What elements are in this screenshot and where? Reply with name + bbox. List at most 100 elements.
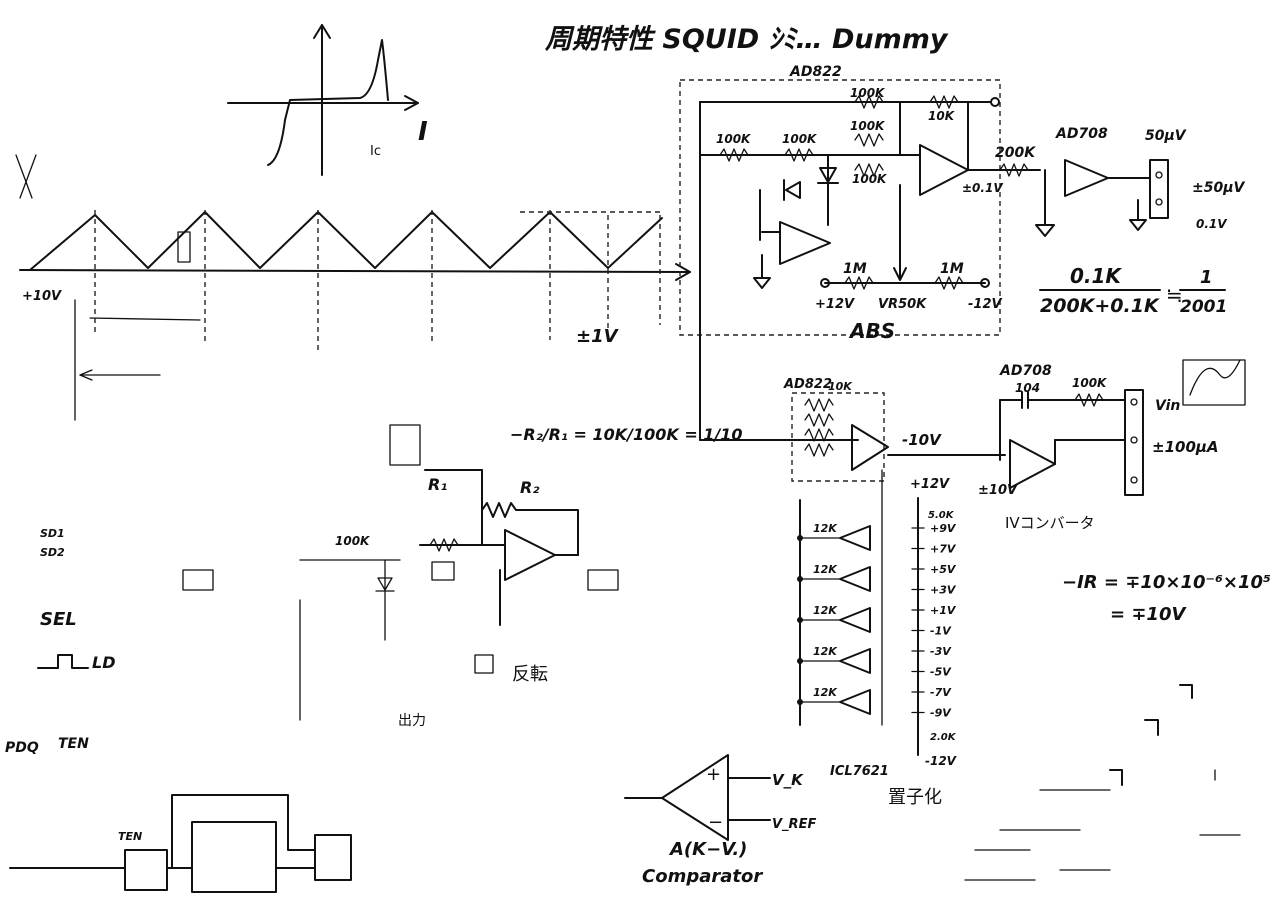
ladder-mid-res: 2.0K <box>930 732 957 743</box>
minus12v-label: -12V <box>968 297 1002 312</box>
pm100ua-label: ±100μA <box>1152 438 1219 456</box>
plus-sign: + <box>706 764 721 785</box>
ladder-comparator <box>839 689 871 715</box>
pm01v-label: ±0.1V <box>962 181 1004 195</box>
plus12v-label: +12V <box>815 297 855 312</box>
out-50uv: 50μV <box>1145 128 1187 144</box>
ladder-volt-label: +7V <box>930 543 957 556</box>
ladder-top-res: 5.0K <box>928 510 955 521</box>
ladder-rows: +9V 12K +7V +5V 12K +3V +1V 12K -1V -3V 12K -5V -7V 1… <box>797 522 957 743</box>
left-annotations: SD1 SD2 SEL LD PDQ TEN <box>5 527 115 756</box>
vin-comp-label: V_K <box>772 771 804 789</box>
ad822-top-label: AD822 <box>789 64 842 80</box>
ladder-node <box>797 658 803 664</box>
res-100k-mid: 100K <box>335 534 371 548</box>
ladder-volt-label: -7V <box>930 686 952 699</box>
res-100k-a: 100K <box>716 132 752 146</box>
ladder-node <box>797 576 803 582</box>
ladder-volt-label: +1V <box>930 604 957 617</box>
res-100k-d: 100K <box>850 119 886 133</box>
comparator-a-label: A(K−V.) <box>668 839 747 860</box>
ladder-volt-label: -9V <box>930 707 952 720</box>
ladder-res-label: 12K <box>813 604 838 617</box>
hanten-label: 反転 <box>512 664 548 685</box>
vin-label: Vin <box>1155 398 1180 414</box>
ladder-res-label: 12K <box>813 522 838 535</box>
out-pm50uv: ±50μV <box>1192 180 1246 196</box>
res-100k-e: 100K <box>852 172 888 186</box>
ratio-result-num: 1 <box>1200 267 1213 288</box>
ratio-den: 200K+0.1K <box>1040 295 1160 317</box>
ten-left-label: TEN <box>58 736 89 752</box>
vr50k-label: VR50K <box>878 297 927 312</box>
iv-curve-sketch: I Ic <box>227 24 428 176</box>
ic-label: Ic <box>370 144 381 159</box>
out-01v: 0.1V <box>1196 217 1228 231</box>
ratio-formula: 0.1K 200K+0.1K ≒ 1 2001 <box>1039 264 1227 317</box>
sd2-label: SD2 <box>40 546 65 559</box>
gain-eq: −R₂/R₁ = 10K/100K = 1/10 <box>510 425 743 444</box>
ad822-mid-label: AD822 <box>783 377 832 392</box>
icl7621-label: ICL7621 <box>830 764 889 779</box>
out-small-label: 出力 <box>398 713 426 729</box>
inverting-amp: −R₂/R₁ = 10K/100K = 1/10 R₁ R₂ 100K 反転 出… <box>182 424 743 729</box>
ladder-volt-label: -1V <box>930 625 952 638</box>
approx-sign: ≒ <box>1166 283 1183 307</box>
abs-label: ABS <box>848 319 895 343</box>
plus12v-b-label: +12V <box>910 477 950 492</box>
ladder-volt-label: -5V <box>930 666 952 679</box>
ladder-node <box>797 617 803 623</box>
sd1-label: SD1 <box>40 527 65 540</box>
ir-eq-1: −IR = ∓10×10⁻⁶×10⁵ <box>1062 572 1271 593</box>
r1-label: R₁ <box>428 475 447 494</box>
ladder-res-label: 12K <box>813 645 838 658</box>
quantizer-ladder: +12V +9V 12K +7V +5V 12K +3V +1V 12K -1V -3V 12K -5… <box>797 469 958 808</box>
ad708-mid-label: AD708 <box>999 363 1052 379</box>
ladder-comparator <box>839 566 871 592</box>
ladder-res-label: 12K <box>813 686 838 699</box>
ladder-comparator <box>839 648 871 674</box>
abs-circuit: AD822 100K 100K 100K 100K 100K 10K 200K <box>679 64 1246 441</box>
ad708-top-label: AD708 <box>1055 126 1108 142</box>
triangle-waveform: +10V ±1V <box>15 154 691 421</box>
res-1m-right: 1M <box>940 261 964 277</box>
ld-label: LD <box>92 653 115 672</box>
r2-label: R₂ <box>520 478 539 497</box>
ladder-volt-label: +9V <box>930 522 957 535</box>
pdq-label: PDQ <box>5 740 39 756</box>
i-axis-label: I <box>418 117 428 147</box>
ir-eq-2: = ∓10V <box>1110 604 1187 625</box>
res-10k-mid: 10K <box>828 380 853 393</box>
ladder-volt-label: -3V <box>930 645 952 658</box>
res-100k-b: 100K <box>782 132 818 146</box>
res-200k: 200K <box>995 145 1036 161</box>
ladder-volt-label: +5V <box>930 563 957 576</box>
vref-label: V_REF <box>772 817 816 832</box>
ladder-comparator <box>839 525 871 551</box>
minus12v-b-label: -12V <box>925 754 958 768</box>
ad822-block: AD822 10K -10V <box>699 377 1006 482</box>
ten-box-label: TEN <box>118 830 142 843</box>
pm10v-label: ±10V <box>978 483 1018 498</box>
ladder-node <box>797 535 803 541</box>
res-100k-c: 100K <box>850 86 886 100</box>
ladder-volt-label: +3V <box>930 584 957 597</box>
iv-conv-label: IVコンバータ <box>1005 514 1095 532</box>
ratio-result-den: 2001 <box>1180 297 1227 317</box>
kanji-bottom-label: 置子化 <box>888 787 942 808</box>
ir-formula: −IR = ∓10×10⁻⁶×10⁵ = ∓10V <box>1062 572 1271 625</box>
ladder-comparator <box>839 607 871 633</box>
comparator-symbol: + − V_K V_REF A(K−V.) Comparator <box>624 754 816 887</box>
block-diagram: TEN <box>9 794 352 893</box>
iv-converter: AD708 104 100K Vin ±100μA ±10V IVコンバータ <box>978 359 1246 532</box>
res-1m-left: 1M <box>843 261 867 277</box>
comparator-label: Comparator <box>642 866 763 887</box>
ladder-node <box>797 699 803 705</box>
minus10v-label: -10V <box>902 431 942 449</box>
ladder-res-label: 12K <box>813 563 838 576</box>
page-title: 周期特性 SQUID ｼﾐ… Dummy <box>544 24 949 55</box>
sel-label: SEL <box>40 609 77 630</box>
misc-strokes <box>964 684 1241 881</box>
